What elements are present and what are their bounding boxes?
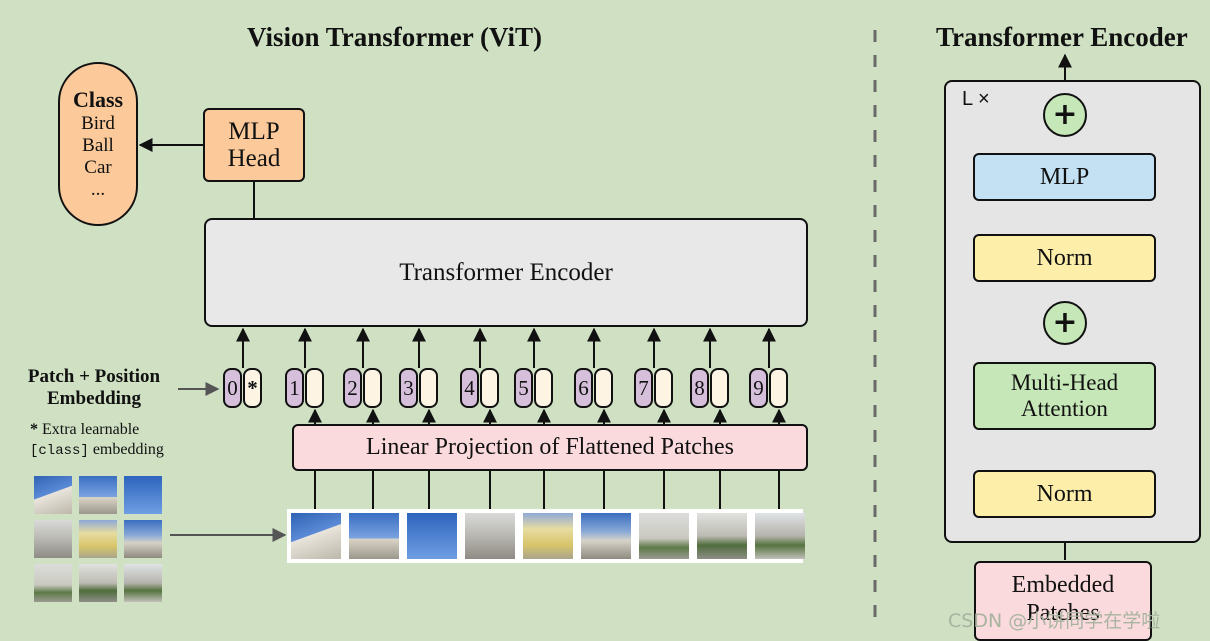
- linear-projection-box: Linear Projection of Flattened Patches: [292, 424, 808, 471]
- position-token-8: 8: [690, 368, 709, 408]
- add-icon-upper: +: [1043, 93, 1087, 137]
- grid-patch-image: [34, 476, 72, 514]
- note-line1: Extra learnable: [38, 421, 140, 438]
- transformer-encoder-box: Transformer Encoder: [204, 218, 808, 327]
- patch-embedding-token-4: [480, 368, 499, 408]
- embedded-line1: Embedded: [1011, 572, 1115, 598]
- embedded-line2: Patches: [1026, 600, 1100, 626]
- grid-patch-image: [34, 520, 72, 558]
- grid-patch-image: [124, 520, 162, 558]
- grid-patch-image: [79, 520, 117, 558]
- multi-head-attention-block: Multi-Head Attention: [973, 362, 1156, 430]
- grid-patch-image: [124, 564, 162, 602]
- vit-title: Vision Transformer (ViT): [247, 22, 542, 52]
- patch-embedding-token-1: [305, 368, 324, 408]
- patch-embedding-token-0: *: [243, 368, 262, 408]
- class-output-box: Class Bird Ball Car ...: [58, 62, 138, 226]
- strip-patch-image: [755, 513, 805, 559]
- add-icon-lower: +: [1043, 301, 1087, 345]
- patch-position-label: Patch + Position Embedding: [8, 366, 180, 410]
- class-title: Class: [72, 87, 124, 112]
- class-item-ellipsis: ...: [90, 179, 106, 200]
- strip-patch-image: [581, 513, 631, 559]
- class-item-car: Car: [84, 157, 112, 178]
- strip-patch-image: [349, 513, 399, 559]
- watermark: CSDN @小饼同学在学啦: [948, 610, 1161, 632]
- position-token-4: 4: [460, 368, 479, 408]
- mlp-head-line1: MLP: [228, 118, 280, 145]
- strip-patch-image: [465, 513, 515, 559]
- patch-embedding-token-7: [654, 368, 673, 408]
- patch-embedding-token-6: [594, 368, 613, 408]
- patch-embedding-token-2: [363, 368, 382, 408]
- strip-patch-image: [639, 513, 689, 559]
- patch-position-line1: Patch + Position: [27, 366, 161, 387]
- strip-patch-image: [697, 513, 747, 559]
- extra-learnable-note: * Extra learnable [class] embedding: [30, 420, 164, 461]
- grid-patch-image: [79, 476, 117, 514]
- mha-line1: Multi-Head: [1010, 370, 1119, 395]
- note-star: *: [30, 421, 38, 438]
- position-token-2: 2: [343, 368, 362, 408]
- patch-projection-lines: [308, 408, 786, 509]
- norm-block-lower: Norm: [973, 470, 1156, 518]
- position-token-0: 0: [223, 368, 242, 408]
- class-item-ball: Ball: [82, 135, 114, 156]
- strip-patch-image: [523, 513, 573, 559]
- grid-patch-image: [79, 564, 117, 602]
- patch-embedding-token-8: [710, 368, 729, 408]
- patch-embedding-token-9: [769, 368, 788, 408]
- mlp-block: MLP: [973, 153, 1156, 201]
- grid-patch-image: [34, 564, 72, 602]
- position-token-5: 5: [514, 368, 533, 408]
- position-token-6: 6: [574, 368, 593, 408]
- norm-block-upper: Norm: [973, 234, 1156, 282]
- patch-embedding-token-3: [419, 368, 438, 408]
- repeat-label: L ×: [962, 88, 990, 110]
- flattened-patch-strip: [287, 509, 805, 563]
- position-token-3: 3: [399, 368, 418, 408]
- class-item-bird: Bird: [81, 113, 115, 134]
- strip-patch-image: [291, 513, 341, 559]
- embedded-patches-block: Embedded Patches: [974, 561, 1152, 641]
- token-arrows: [236, 327, 776, 368]
- position-token-9: 9: [749, 368, 768, 408]
- position-token-1: 1: [285, 368, 304, 408]
- position-token-7: 7: [634, 368, 653, 408]
- grid-patch-image: [124, 476, 162, 514]
- mlp-head-line2: Head: [227, 145, 281, 172]
- patch-embedding-token-5: [534, 368, 553, 408]
- image-patch-grid: [34, 476, 162, 604]
- mlp-head-box: MLP Head: [203, 108, 305, 182]
- note-line2: embedding: [88, 441, 164, 458]
- mha-line2: Attention: [1021, 396, 1108, 421]
- note-code: [class]: [30, 443, 89, 459]
- strip-patch-image: [407, 513, 457, 559]
- patch-position-line2: Embedding: [47, 388, 141, 409]
- encoder-detail-title: Transformer Encoder: [936, 22, 1188, 52]
